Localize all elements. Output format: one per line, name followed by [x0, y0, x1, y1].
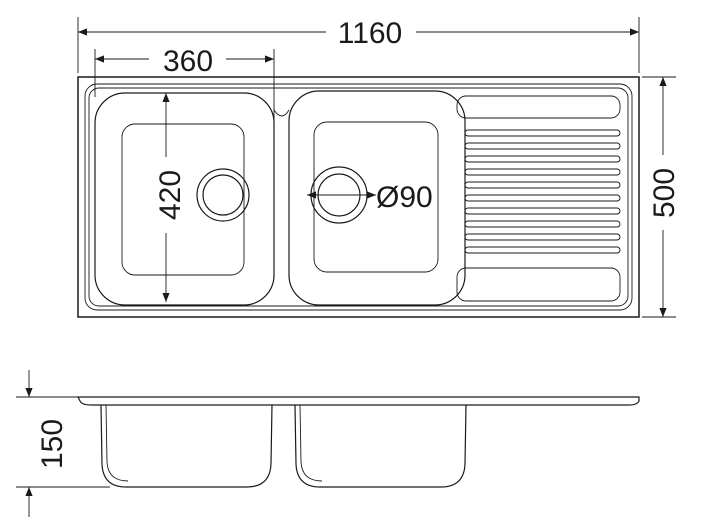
drainboard-rib — [464, 129, 621, 137]
drainboard-rib — [464, 181, 621, 189]
dimension-drain-diameter: Ø90 — [307, 181, 433, 214]
dimension-bowl-length: 420 — [154, 93, 187, 302]
sink-side-deck — [77, 396, 640, 406]
drainboard-rib — [464, 142, 621, 150]
drainboard-rib — [464, 155, 621, 163]
drainboard-rib — [464, 220, 621, 228]
right-bowl-side — [294, 404, 467, 488]
left-drain-outer — [196, 168, 250, 222]
top-view: 1160 360 420 Ø90 500 — [77, 17, 681, 318]
dimension-label-bowl-width: 360 — [163, 45, 213, 78]
bowl-divider — [273, 109, 290, 117]
sink-deck-rim — [88, 87, 629, 307]
left-bowl-rim — [94, 92, 275, 306]
dimension-bowl-width: 360 — [94, 45, 275, 190]
drainboard-bottom-plate — [456, 267, 621, 302]
drainboard-rib — [464, 168, 621, 176]
drainboard-rib — [464, 233, 621, 241]
left-bowl — [94, 92, 275, 306]
dimension-label-bowl-height: 150 — [36, 419, 69, 469]
left-bowl-side-inner — [105, 404, 129, 482]
left-bowl-floor — [121, 123, 245, 276]
drainboard-rib — [464, 246, 621, 254]
left-drain-inner — [202, 174, 244, 216]
dimension-label-overall-width: 1160 — [338, 17, 403, 50]
left-bowl-side — [100, 404, 273, 488]
right-bowl-side-inner — [299, 404, 323, 482]
sink-deck-inner-edge — [84, 83, 633, 311]
dimension-label-overall-depth: 500 — [648, 168, 681, 218]
dimension-label-bowl-length: 420 — [154, 170, 187, 220]
drainboard-top-plate — [456, 95, 621, 119]
drainboard-rib — [464, 207, 621, 215]
dimension-overall-width: 1160 — [77, 17, 640, 73]
dimension-label-drain-diameter: Ø90 — [376, 181, 433, 214]
drainboard — [456, 95, 621, 302]
side-view: 150 — [16, 370, 640, 517]
drainboard-rib — [464, 194, 621, 202]
dimension-overall-depth: 500 — [642, 76, 681, 318]
dimension-bowl-height: 150 — [16, 370, 110, 517]
sink-deck-outline — [77, 76, 640, 318]
